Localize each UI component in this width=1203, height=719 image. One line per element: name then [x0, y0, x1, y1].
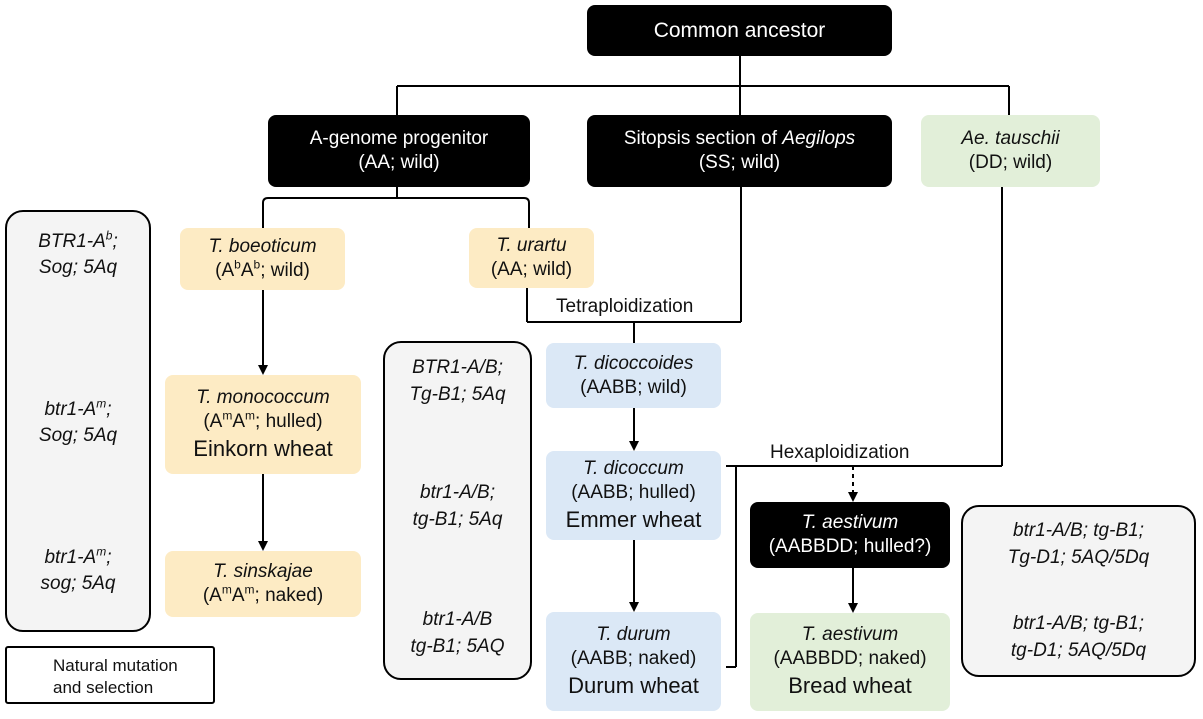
- t-dicoccoides-line2: (AABB; wild): [580, 376, 687, 398]
- einkorn-genotype-1-line2: Sog; 5Aq: [38, 257, 118, 278]
- t-durum-line2: (AABB; naked): [570, 647, 697, 669]
- gene-box-tetraploid: BTR1-A/B; Tg-B1; 5Aq btr1-A/B; tg-B1; 5A…: [383, 341, 532, 680]
- hexaploid-genotype-2-line1: btr1-A/B; tg-B1;: [1013, 613, 1144, 634]
- node-t-urartu: T. urartu (AA; wild): [469, 228, 594, 288]
- tetraploid-genotype-2-line2: tg-B1; 5Aq: [412, 509, 503, 530]
- legend-line1: Natural mutation: [53, 656, 178, 675]
- node-t-aestivum-naked: T. aestivum (AABBDD; naked) Bread wheat: [750, 613, 950, 711]
- node-t-boeoticum: T. boeoticum (AbAb; wild): [180, 228, 345, 290]
- einkorn-genotype-2-line1: btr1-Am;: [44, 396, 112, 420]
- t-urartu-line1: T. urartu: [496, 235, 567, 256]
- einkorn-wheat-label: Einkorn wheat: [193, 435, 333, 461]
- t-aestivum-naked-line1: T. aestivum: [801, 624, 899, 645]
- t-durum-line1: T. durum: [596, 623, 671, 645]
- common-ancestor-label: Common ancestor: [653, 18, 826, 42]
- a-genome-line1: A-genome progenitor: [309, 128, 489, 149]
- t-boeoticum-line2: (AbAb; wild): [215, 257, 310, 281]
- a-genome-line2: (AA; wild): [358, 152, 440, 173]
- tetraploid-genotype-3-line1: btr1-A/B: [422, 609, 493, 630]
- ae-tauschii-line1: Ae. tauschii: [961, 128, 1060, 149]
- t-aestivum-naked-line2: (AABBDD; naked): [773, 648, 927, 669]
- node-t-aestivum-hulled: T. aestivum (AABBDD; hulled?): [750, 502, 950, 568]
- t-sinskajae-line1: T. sinskajae: [213, 561, 313, 582]
- t-sinskajae-line2: (AmAm; naked): [202, 582, 324, 606]
- gene-box-einkorn: BTR1-Ab; Sog; 5Aq btr1-Am; Sog; 5Aq btr1…: [5, 210, 151, 632]
- t-aestivum-hulled-line2: (AABBDD; hulled?): [768, 536, 932, 557]
- tetraploid-genotype-1-line2: Tg-B1; 5Aq: [409, 384, 506, 405]
- hexaploid-genotype-1-line2: Tg-D1; 5AQ/5Dq: [1007, 547, 1150, 568]
- legend-line2: and selection: [53, 678, 154, 697]
- einkorn-genotype-1-line1: BTR1-Ab;: [38, 228, 118, 252]
- hexaploid-genotype-1-line1: btr1-A/B; tg-B1;: [1013, 520, 1144, 541]
- emmer-wheat-label: Emmer wheat: [565, 506, 702, 532]
- node-a-genome-progenitor: A-genome progenitor (AA; wild): [268, 115, 530, 187]
- t-dicoccoides-line1: T. dicoccoides: [573, 352, 694, 374]
- t-boeoticum-line1: T. boeoticum: [208, 236, 317, 257]
- t-dicoccum-line2: (AABB; hulled): [571, 481, 696, 503]
- node-ae-tauschii: Ae. tauschii (DD; wild): [921, 115, 1100, 187]
- t-monococcum-line2: (AmAm; hulled): [203, 408, 323, 432]
- t-monococcum-line1: T. monococcum: [196, 386, 330, 408]
- node-t-dicoccum: T. dicoccum (AABB; hulled) Emmer wheat: [546, 451, 721, 540]
- einkorn-genotype-2-line2: Sog; 5Aq: [38, 425, 118, 446]
- einkorn-genotype-3-line2: sog; 5Aq: [40, 573, 116, 594]
- ae-tauschii-line2: (DD; wild): [968, 152, 1053, 173]
- tetraploidization-label: Tetraploidization: [556, 296, 694, 317]
- sitopsis-line1: Sitopsis section of Aegilops: [623, 128, 856, 149]
- tetraploid-genotype-2-line1: btr1-A/B;: [420, 482, 495, 503]
- node-t-dicoccoides: T. dicoccoides (AABB; wild): [546, 343, 721, 408]
- tetraploid-genotype-3-line2: tg-B1; 5AQ: [410, 636, 505, 657]
- hexaploidization-label: Hexaploidization: [770, 442, 910, 463]
- einkorn-genotype-3-line1: btr1-Am;: [44, 544, 112, 568]
- durum-wheat-label: Durum wheat: [568, 672, 699, 698]
- gene-box-hexaploid: btr1-A/B; tg-B1; Tg-D1; 5AQ/5Dq btr1-A/B…: [961, 505, 1196, 677]
- node-common-ancestor: Common ancestor: [587, 5, 892, 56]
- tetraploid-genotype-1-line1: BTR1-A/B;: [412, 357, 503, 378]
- node-sitopsis: Sitopsis section of Aegilops (SS; wild): [587, 115, 892, 187]
- node-t-monococcum: T. monococcum (AmAm; hulled) Einkorn whe…: [165, 375, 361, 474]
- t-dicoccum-line1: T. dicoccum: [583, 457, 684, 479]
- t-urartu-line2: (AA; wild): [490, 259, 573, 280]
- hexaploid-genotype-2-line2: tg-D1; 5AQ/5Dq: [1010, 640, 1147, 661]
- node-t-durum: T. durum (AABB; naked) Durum wheat: [546, 612, 721, 711]
- node-t-sinskajae: T. sinskajae (AmAm; naked): [165, 551, 361, 617]
- legend-box: Natural mutation and selection: [5, 646, 215, 704]
- sitopsis-line2: (SS; wild): [698, 152, 781, 173]
- t-aestivum-hulled-line1: T. aestivum: [801, 512, 899, 533]
- bread-wheat-label: Bread wheat: [788, 673, 912, 698]
